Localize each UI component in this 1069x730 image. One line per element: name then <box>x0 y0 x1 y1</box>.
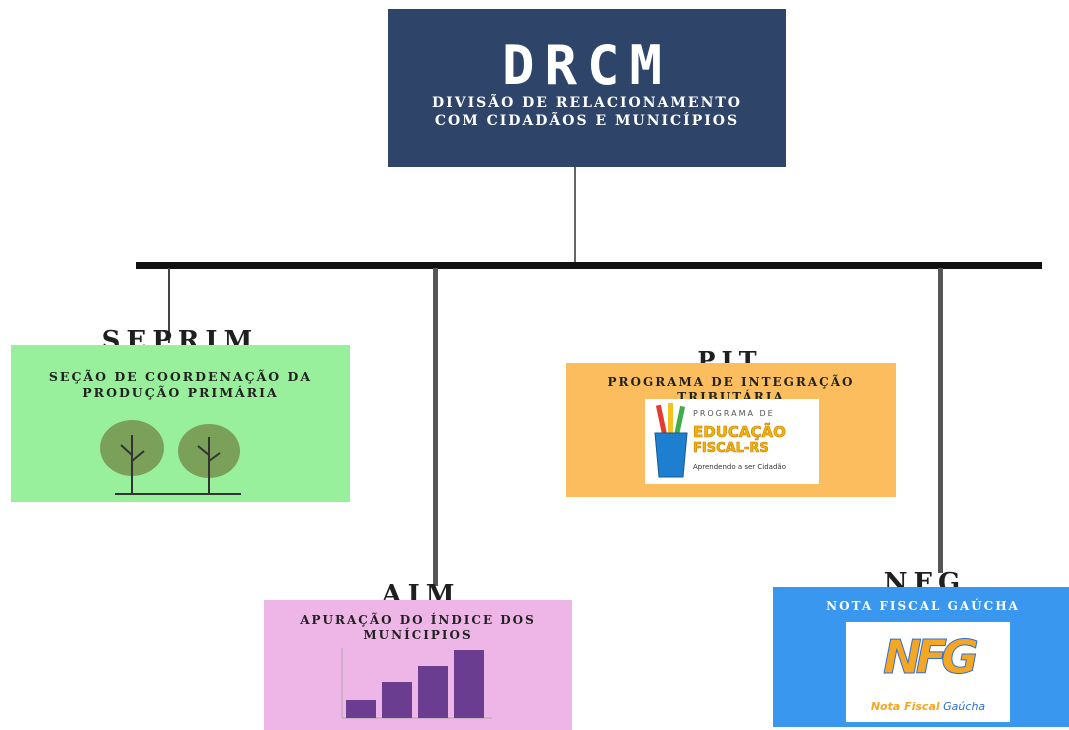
pit-logo: PROGRAMA DE EDUCAÇÃO FISCAL-RS Aprendend… <box>645 399 819 484</box>
seprim-name-line2: PRODUÇÃO PRIMÁRIA <box>82 384 279 400</box>
drcm-acronym: DRCM <box>501 34 673 97</box>
drcm-name-line1: DIVISÃO DE RELACIONAMENTO <box>432 95 742 111</box>
pit-logo-tagline: Aprendendo a ser Cidadão <box>693 463 786 471</box>
seprim-box: SEÇÃO DE COORDENAÇÃO DA PRODUÇÃO PRIMÁRI… <box>11 345 350 502</box>
nfg-box: NOTA FISCAL GAÚCHA NFG Nota Fiscal Gaúch… <box>773 587 1069 727</box>
drcm-full-name: DIVISÃO DE RELACIONAMENTO COM CIDADÃOS E… <box>388 95 786 130</box>
nfg-logo-caption: Nota Fiscal Gaúcha <box>846 700 1010 713</box>
pit-logo-line1: PROGRAMA DE <box>693 409 775 418</box>
drcm-root-box: DRCM DIVISÃO DE RELACIONAMENTO COM CIDAD… <box>388 9 786 167</box>
pit-box: PROGRAMA DE INTEGRAÇÃO TRIBUTÁRIA PROGRA… <box>566 363 896 497</box>
nfg-name-line1: NOTA FISCAL GAÚCHA <box>826 599 1020 613</box>
pencil-cup-icon <box>654 403 688 478</box>
aim-name-line1: APURAÇÃO DO ÍNDICE DOS <box>300 613 536 627</box>
pit-logo-line3: FISCAL-RS <box>693 441 769 457</box>
seprim-connector-line <box>168 268 170 343</box>
aim-box: APURAÇÃO DO ÍNDICE DOS MUNÍCIPIOS <box>264 600 572 730</box>
root-connector-line <box>574 167 576 265</box>
pit-name-line1: PROGRAMA DE INTEGRAÇÃO <box>607 375 855 389</box>
aim-name-line2: MUNÍCIPIOS <box>363 628 473 642</box>
drcm-name-line2: COM CIDADÃOS E MUNICÍPIOS <box>434 112 740 129</box>
nfg-logo-caption-part2: Gaúcha <box>943 700 986 713</box>
nfg-connector-line <box>938 268 943 573</box>
aim-connector-line <box>433 268 438 586</box>
nfg-logo: NFG Nota Fiscal Gaúcha <box>846 622 1010 722</box>
pit-logo-line2: EDUCAÇÃO <box>693 423 786 442</box>
nfg-full-name: NOTA FISCAL GAÚCHA <box>773 599 1069 614</box>
aim-full-name: APURAÇÃO DO ÍNDICE DOS MUNÍCIPIOS <box>264 613 572 643</box>
seprim-name-line1: SEÇÃO DE COORDENAÇÃO DA <box>48 369 313 384</box>
two-trees-icon <box>100 420 241 495</box>
bar-chart-icon <box>341 648 492 719</box>
main-horizontal-bar <box>136 262 1042 269</box>
nfg-logo-caption-part1: Nota Fiscal <box>870 700 940 713</box>
seprim-full-name: SEÇÃO DE COORDENAÇÃO DA PRODUÇÃO PRIMÁRI… <box>11 369 350 400</box>
nfg-logo-mark: NFG <box>883 630 980 685</box>
